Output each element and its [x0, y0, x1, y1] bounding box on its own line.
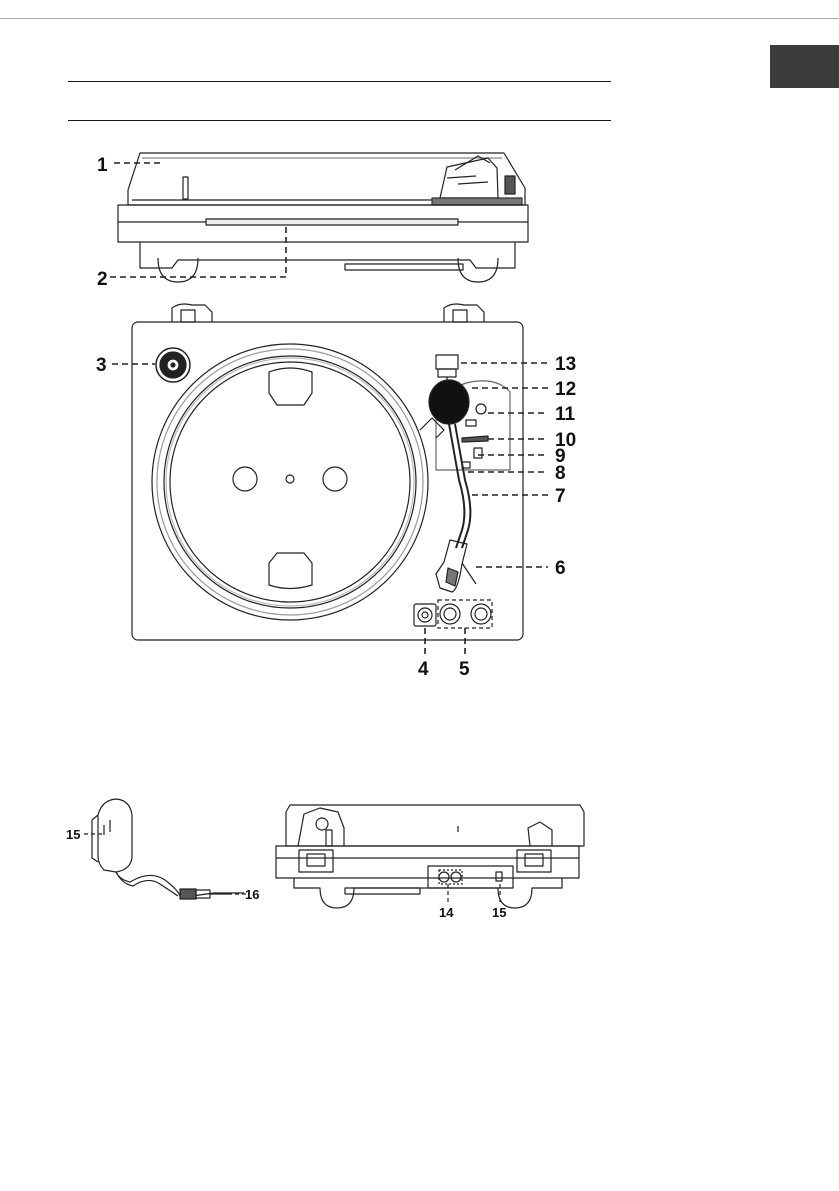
foot-right [458, 258, 498, 282]
rear-view-turntable [276, 805, 584, 908]
callout-adapter-16: 16 [245, 887, 259, 902]
power-adapter [92, 799, 244, 899]
callout-3: 3 [96, 355, 107, 376]
callout-1: 1 [97, 155, 108, 176]
callout-rear-15: 15 [492, 905, 506, 920]
callout-6: 6 [555, 558, 566, 579]
adapter-45 [156, 348, 190, 382]
callout-adapter-15: 15 [66, 827, 80, 842]
front-view-turntable [118, 153, 528, 282]
callout-2: 2 [97, 269, 108, 290]
platter-slot-top [269, 368, 312, 405]
callout-11: 11 [555, 404, 576, 425]
rear-hinge-left [299, 850, 333, 872]
hinge-right [444, 304, 484, 322]
callout-5: 5 [459, 659, 470, 680]
callout-13: 13 [555, 354, 576, 375]
rca-jacks [440, 604, 491, 624]
counterweight [429, 380, 469, 424]
callout-4: 4 [418, 659, 429, 680]
tonearm-side [440, 156, 515, 198]
top-view-turntable [132, 304, 523, 640]
callout-lines [110, 163, 548, 656]
hinge-left [172, 304, 212, 322]
platter-slot-bottom [269, 553, 312, 589]
callout-7: 7 [555, 486, 566, 507]
callout-10: 10 [555, 430, 576, 451]
headphone-jack [414, 604, 436, 626]
anti-skate-knob [436, 355, 458, 369]
callout-12: 12 [555, 379, 576, 400]
rear-hinge-right [517, 850, 551, 872]
foot-left [158, 258, 198, 282]
callout-rear-14: 14 [439, 905, 454, 920]
platter [152, 344, 428, 620]
